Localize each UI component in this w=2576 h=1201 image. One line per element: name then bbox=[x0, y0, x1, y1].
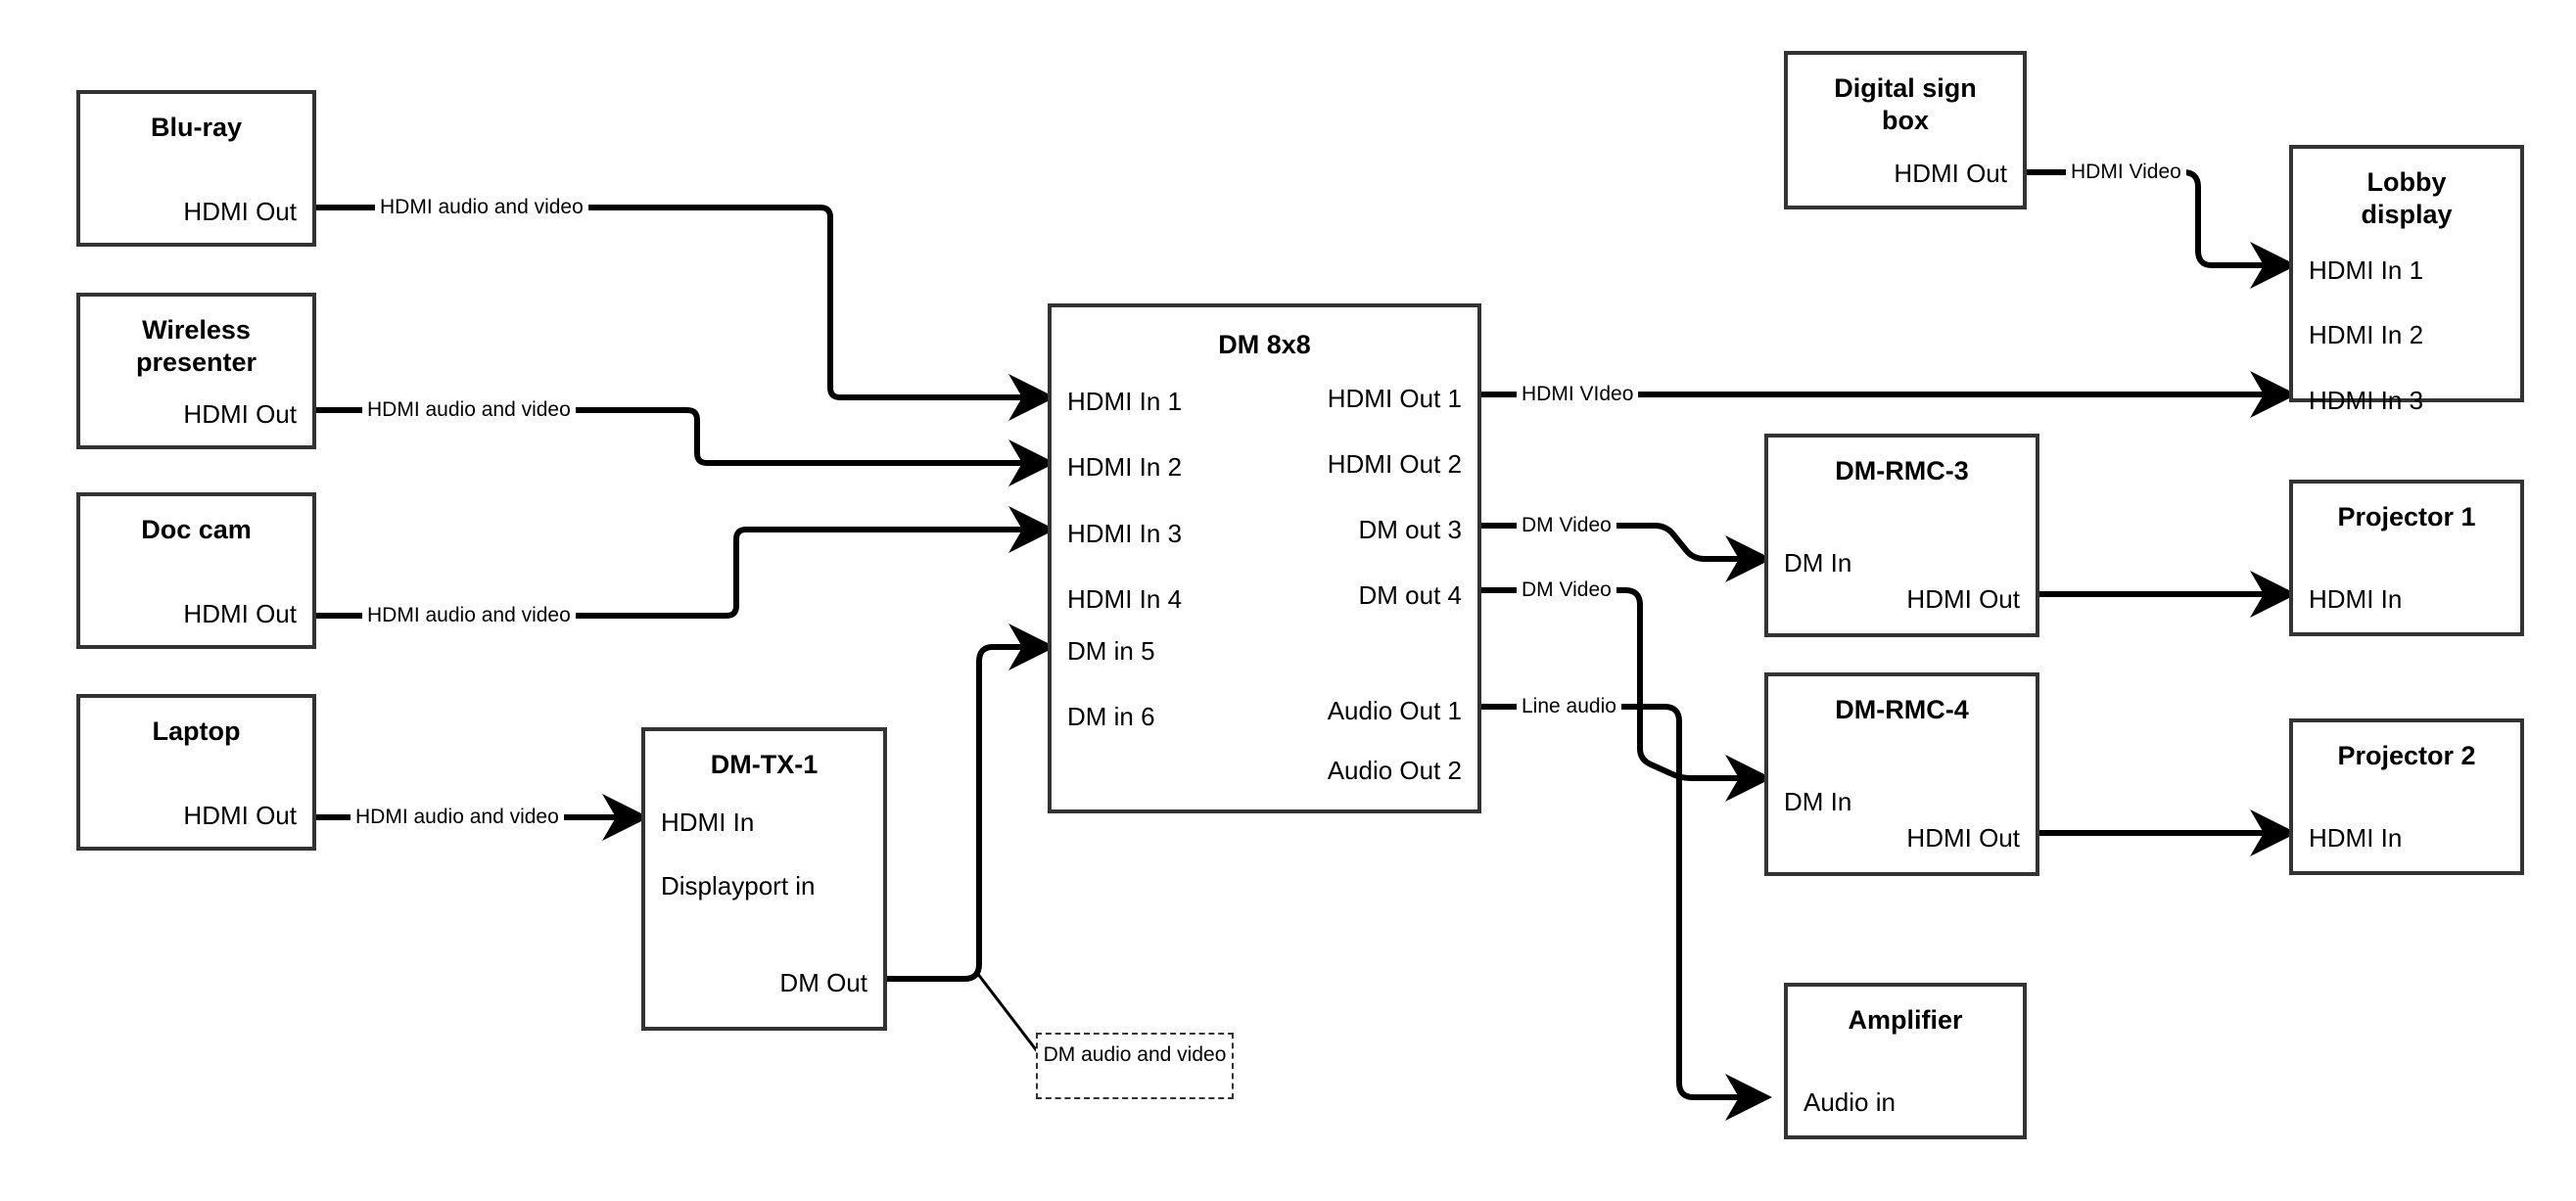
port-hdmi-in-1[interactable]: HDMI In 1 bbox=[1067, 387, 1183, 416]
node-doc-cam[interactable]: Doc cam HDMI Out bbox=[76, 492, 316, 649]
callout-dm-audio-and-video: DM audio and video bbox=[1036, 1033, 1234, 1099]
node-bluray[interactable]: Blu-ray HDMI Out bbox=[76, 90, 316, 247]
port-audio-out-1[interactable]: Audio Out 1 bbox=[1327, 696, 1462, 725]
node-title: Laptop bbox=[152, 716, 241, 746]
port-dm-in[interactable]: DM In bbox=[1784, 548, 1852, 577]
node-dm-8x8[interactable]: DM 8x8 HDMI In 1 HDMI In 2 HDMI In 3 HDM… bbox=[1048, 303, 1481, 813]
port-dm-out-4[interactable]: DM out 4 bbox=[1358, 580, 1463, 610]
port-hdmi-in-3[interactable]: HDMI In 3 bbox=[2309, 386, 2424, 415]
node-title: Amplifier bbox=[1848, 1005, 1963, 1035]
node-lobby-display[interactable]: Lobby display HDMI In 1 HDMI In 2 HDMI I… bbox=[2289, 145, 2524, 415]
node-title: DM-TX-1 bbox=[710, 750, 819, 779]
wire-doccam-to-in3 bbox=[316, 506, 1055, 619]
port-dm-in-6[interactable]: DM in 6 bbox=[1067, 702, 1155, 731]
port-hdmi-out[interactable]: HDMI Out bbox=[183, 197, 297, 226]
port-hdmi-out[interactable]: HDMI Out bbox=[1906, 584, 2020, 614]
port-hdmi-out-2[interactable]: HDMI Out 2 bbox=[1327, 449, 1462, 479]
node-title: DM-RMC-4 bbox=[1835, 695, 1969, 724]
wire-audioout1-to-amp bbox=[1481, 704, 1772, 1121]
port-hdmi-out[interactable]: HDMI Out bbox=[183, 399, 297, 429]
node-digital-sign-box[interactable]: Digital sign box HDMI Out bbox=[1784, 51, 2027, 209]
node-title: Projector 2 bbox=[2337, 741, 2476, 770]
port-displayport-in[interactable]: Displayport in bbox=[661, 871, 816, 901]
node-wireless-presenter[interactable]: Wireless presenter HDMI Out bbox=[76, 293, 316, 449]
wire-label-laptop-to-tx1: HDMI audio and video bbox=[351, 806, 564, 829]
port-dm-out-3[interactable]: DM out 3 bbox=[1358, 515, 1463, 544]
port-hdmi-out[interactable]: HDMI Out bbox=[183, 599, 297, 628]
wire-label-bluray-to-in1: HDMI audio and video bbox=[375, 196, 588, 219]
port-hdmi-in[interactable]: HDMI In bbox=[2309, 584, 2403, 614]
node-title: Projector 1 bbox=[2337, 502, 2476, 531]
port-hdmi-out-1[interactable]: HDMI Out 1 bbox=[1327, 384, 1462, 413]
wire-label-sign-to-lobby1: HDMI Video bbox=[2066, 161, 2186, 184]
wire-sign-to-lobby1 bbox=[2027, 169, 2297, 289]
wire-callout-leader bbox=[975, 972, 1040, 1053]
wire-bluray-to-in1 bbox=[316, 205, 1055, 421]
wire-label-dmout4-to-rmc4: DM Video bbox=[1517, 578, 1616, 602]
node-title: Doc cam bbox=[141, 515, 252, 544]
node-amplifier[interactable]: Amplifier Audio in bbox=[1784, 983, 2027, 1139]
node-dm-rmc-4[interactable]: DM-RMC-4 DM In HDMI Out bbox=[1764, 672, 2039, 876]
port-audio-out-2[interactable]: Audio Out 2 bbox=[1327, 756, 1462, 785]
callout-text: DM audio and video bbox=[1043, 1043, 1227, 1066]
wire-label-audioout1-to-amp: Line audio bbox=[1517, 695, 1621, 718]
node-title: DM 8x8 bbox=[1218, 330, 1311, 359]
wire-label-doccam-to-in3: HDMI audio and video bbox=[362, 604, 576, 627]
port-hdmi-in[interactable]: HDMI In bbox=[661, 808, 755, 837]
node-title: Blu-ray bbox=[150, 113, 243, 142]
port-dm-out[interactable]: DM Out bbox=[779, 968, 867, 997]
port-hdmi-out[interactable]: HDMI Out bbox=[1894, 159, 2007, 188]
port-hdmi-in[interactable]: HDMI In bbox=[2309, 823, 2403, 853]
port-hdmi-out[interactable]: HDMI Out bbox=[1906, 823, 2020, 853]
node-laptop[interactable]: Laptop HDMI Out bbox=[76, 694, 316, 851]
node-dm-rmc-3[interactable]: DM-RMC-3 DM In HDMI Out bbox=[1764, 434, 2039, 637]
wire-label-hdmiout1-to-lobby3: HDMI VIdeo bbox=[1517, 383, 1639, 406]
port-hdmi-in-4[interactable]: HDMI In 4 bbox=[1067, 584, 1183, 614]
port-dm-in[interactable]: DM In bbox=[1784, 787, 1852, 816]
port-hdmi-in-2[interactable]: HDMI In 2 bbox=[2309, 320, 2424, 349]
node-title: Lobby display bbox=[2361, 167, 2453, 229]
wire-label-dmout3-to-rmc3: DM Video bbox=[1517, 514, 1616, 537]
wire-tx1-to-in5 bbox=[887, 624, 1055, 982]
port-dm-in-5[interactable]: DM in 5 bbox=[1067, 636, 1155, 666]
port-hdmi-in-3[interactable]: HDMI In 3 bbox=[1067, 519, 1183, 548]
wire-label-wireless-to-in2: HDMI audio and video bbox=[362, 398, 576, 422]
node-title: Digital sign box bbox=[1834, 73, 1977, 135]
node-projector-2[interactable]: Projector 2 HDMI In bbox=[2289, 718, 2524, 875]
node-dm-tx-1[interactable]: DM-TX-1 HDMI In Displayport in DM Out bbox=[641, 727, 887, 1031]
wire-dmout4-to-rmc4 bbox=[1481, 587, 1772, 802]
port-hdmi-in-1[interactable]: HDMI In 1 bbox=[2309, 255, 2424, 285]
port-hdmi-in-2[interactable]: HDMI In 2 bbox=[1067, 452, 1183, 482]
node-title: DM-RMC-3 bbox=[1835, 456, 1969, 485]
node-title: Wireless presenter bbox=[135, 315, 258, 377]
port-audio-in[interactable]: Audio in bbox=[1803, 1087, 1896, 1117]
port-hdmi-out[interactable]: HDMI Out bbox=[183, 801, 297, 830]
node-projector-1[interactable]: Projector 1 HDMI In bbox=[2289, 480, 2524, 636]
